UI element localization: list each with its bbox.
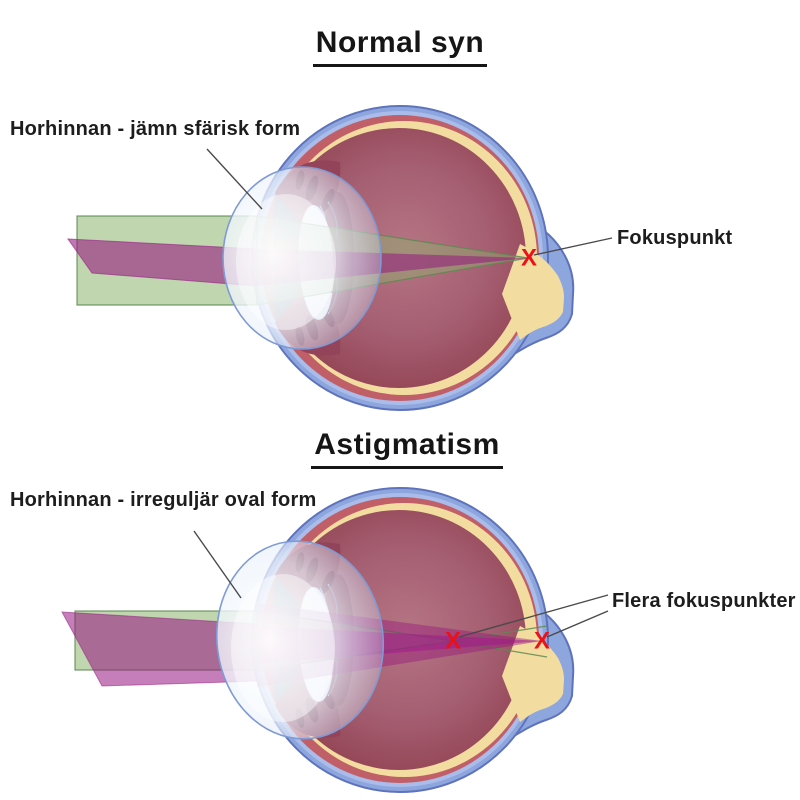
cornea-dome-normal: [222, 166, 382, 350]
cornea-shape-label-normal: Horhinnan - jämn sfärisk form: [10, 118, 301, 140]
cornea-dome-astigmatism: [215, 540, 385, 740]
panel-title-normal: Normal syn: [0, 26, 800, 67]
panel-title-astigmatism-text: Astigmatism: [311, 428, 503, 469]
focus-point-label-normal: Fokuspunkt: [617, 227, 733, 249]
pointer-line-focus1-astigmatism: [458, 594, 609, 638]
normal-eye-group: X: [66, 106, 613, 410]
astigmatism-eye-group: X X: [61, 488, 609, 792]
focal-point-x2-astigmatism: X: [534, 628, 550, 655]
cornea-shape-label-astigmatism: Horhinnan - irreguljär oval form: [10, 489, 317, 511]
panel-title-astigmatism: Astigmatism: [7, 428, 800, 469]
pointer-line-cornea-astigmatism: [193, 530, 242, 599]
cornea-highlight-normal: [236, 194, 336, 330]
focal-point-x1-astigmatism: X: [445, 628, 461, 655]
pointer-line-focus-normal: [533, 237, 613, 256]
pointer-line-focus2-astigmatism: [546, 610, 609, 638]
pointer-line-cornea-normal: [206, 148, 263, 210]
focus-points-label-astigmatism: Flera fokuspunkter: [612, 590, 796, 612]
focal-point-x-normal: X: [521, 245, 537, 272]
panel-title-normal-text: Normal syn: [312, 26, 488, 67]
cornea-highlight-astigmatism: [231, 574, 335, 722]
